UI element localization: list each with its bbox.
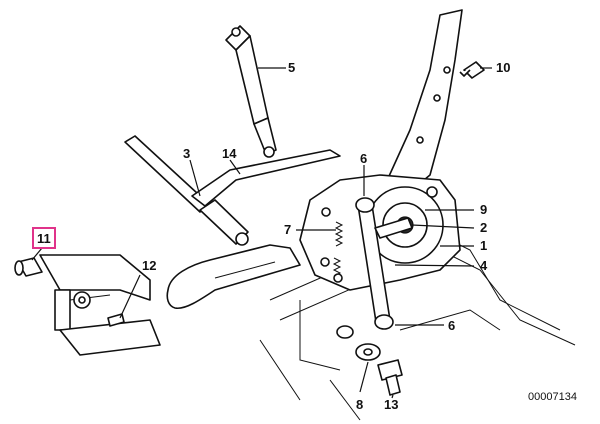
- bolt-10: [459, 61, 485, 79]
- callout-12: 12: [142, 258, 156, 273]
- hinge-arm: [384, 9, 463, 201]
- callout-9: 9: [480, 202, 487, 217]
- pin-bushing-11: [14, 257, 43, 277]
- document-number: 00007134: [528, 391, 577, 403]
- callout-13: 13: [384, 397, 398, 412]
- gas-spring-5: [225, 25, 277, 158]
- callout-11: 11: [37, 231, 51, 246]
- bolt-13: [377, 359, 403, 396]
- callout-10: 10: [496, 60, 510, 75]
- washer-8: [355, 343, 381, 361]
- springs-7: [332, 221, 344, 277]
- callout-7: 7: [284, 222, 291, 237]
- left-bracket-assembly: [39, 254, 161, 356]
- callout-6-upper: 6: [360, 151, 367, 166]
- release-rod-3: [124, 135, 341, 246]
- bushing-6: [336, 325, 354, 339]
- callout-3: 3: [183, 146, 190, 161]
- highlight-box: [32, 227, 56, 249]
- callout-5: 5: [288, 60, 295, 75]
- lever-grip: [166, 244, 301, 310]
- callout-1: 1: [480, 238, 487, 253]
- callout-2: 2: [480, 220, 487, 235]
- pawl-2: [374, 217, 413, 239]
- callout-14: 14: [222, 146, 237, 161]
- link-rod-4: [355, 197, 394, 330]
- callout-6-lower: 6: [448, 318, 455, 333]
- callout-4: 4: [480, 258, 488, 273]
- callout-8: 8: [356, 397, 363, 412]
- leader-lines: [31, 67, 492, 399]
